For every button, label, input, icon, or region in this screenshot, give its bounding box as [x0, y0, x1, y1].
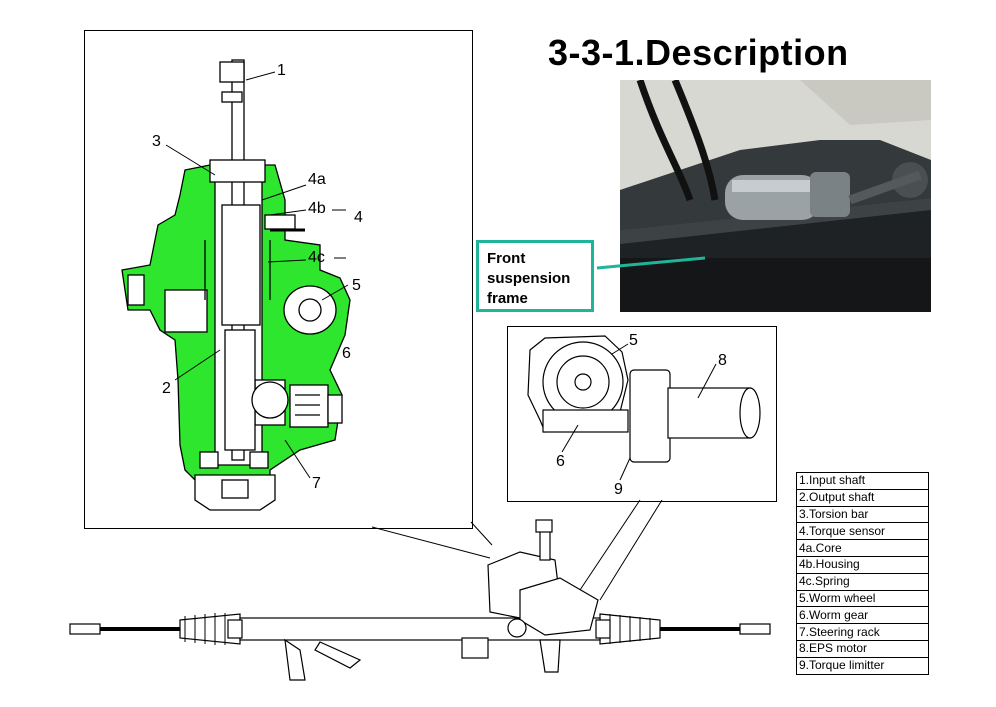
legend-item: 5.Worm wheel	[796, 589, 929, 608]
legend-item: 9.Torque limitter	[796, 656, 929, 675]
label-1: 1	[277, 62, 286, 79]
inset-label-9: 9	[614, 481, 623, 498]
label-4: 4	[354, 209, 363, 226]
legend-item: 2.Output shaft	[796, 488, 929, 507]
inset-label-8: 8	[718, 352, 727, 369]
inset-label-6: 6	[556, 453, 565, 470]
legend-item: 4c.Spring	[796, 572, 929, 591]
torque-sensor-core	[221, 204, 261, 326]
steering-rack-section	[251, 381, 289, 419]
cutaway-labels: 1 3 4a 4b 4 4c 5 6 2 7	[152, 62, 363, 492]
vehicle-photo-drawing	[620, 80, 931, 312]
legend-item: 4b.Housing	[796, 555, 929, 574]
sensor-housing	[264, 214, 296, 230]
page-title: 3-3-1.Description	[548, 32, 849, 73]
legend-row: 7.Steering rack	[796, 623, 929, 641]
legend-row: 1.Input shaft	[796, 472, 929, 490]
legend-item: 4.Torque sensor	[796, 522, 929, 541]
inset-label-5: 5	[629, 332, 638, 349]
shaft-top	[219, 61, 245, 83]
legend-row: 3.Torsion bar	[796, 505, 929, 524]
legend-item: 8.EPS motor	[796, 639, 929, 658]
legend-item: 7.Steering rack	[796, 623, 929, 641]
left-mount	[284, 638, 306, 681]
legend-row: 6.Worm gear	[796, 606, 929, 625]
legend-row: 4b.Housing	[796, 555, 929, 574]
inset-leaders	[561, 343, 717, 481]
label-2: 2	[162, 380, 171, 397]
cutaway-pointer-a	[371, 526, 491, 559]
steering-rack-assembly	[69, 519, 771, 681]
callout-leader-line	[596, 256, 706, 270]
inset-labels: 5 8 6 9	[556, 332, 727, 498]
left-tie-rod-end	[69, 623, 101, 635]
parts-legend: 1.Input shaft 2.Output shaft 3.Torsion b…	[796, 472, 929, 675]
vehicle-photo	[620, 80, 931, 312]
cutaway-leaders	[165, 71, 349, 479]
legend-row: 5.Worm wheel	[796, 589, 929, 608]
label-3: 3	[152, 133, 161, 150]
callout-line-2: suspension	[487, 270, 571, 287]
inset-pointer-b	[599, 499, 663, 601]
legend-item: 1.Input shaft	[796, 472, 929, 490]
callout-line-3: frame	[487, 290, 528, 307]
worm-gear-pocket	[289, 384, 329, 428]
label-6: 6	[342, 345, 351, 362]
front-suspension-frame-callout: Front suspension frame	[476, 240, 594, 312]
worm-gear-drawing	[527, 335, 761, 463]
legend-row: 4c.Spring	[796, 572, 929, 591]
label-5: 5	[352, 277, 361, 294]
legend-row: 9.Torque limitter	[796, 656, 929, 675]
legend-row: 4a.Core	[796, 539, 929, 557]
legend-row: 8.EPS motor	[796, 639, 929, 658]
legend-item: 4a.Core	[796, 539, 929, 557]
legend-item: 6.Worm gear	[796, 606, 929, 625]
motor-flange	[629, 369, 671, 463]
right-tie-rod-end	[739, 623, 771, 635]
legend-row: 4.Torque sensor	[796, 522, 929, 541]
label-4b: 4b	[308, 200, 326, 217]
label-7: 7	[312, 475, 321, 492]
cutaway-pointer-b	[470, 521, 493, 546]
eps-motor-unit	[519, 577, 599, 636]
left-pocket	[164, 289, 208, 333]
worm-wheel-hub	[298, 298, 322, 322]
legend-item: 3.Torsion bar	[796, 505, 929, 524]
label-4a: 4a	[308, 171, 326, 188]
pinion-input	[539, 529, 551, 561]
eps-motor-body	[667, 387, 751, 439]
label-4c: 4c	[308, 249, 325, 266]
bracket	[461, 637, 489, 659]
inset-pointer-a	[579, 499, 641, 591]
legend-row: 2.Output shaft	[796, 488, 929, 507]
output-shaft	[224, 329, 256, 451]
cutaway-assembly	[121, 59, 351, 511]
callout-line-1: Front	[487, 250, 526, 267]
